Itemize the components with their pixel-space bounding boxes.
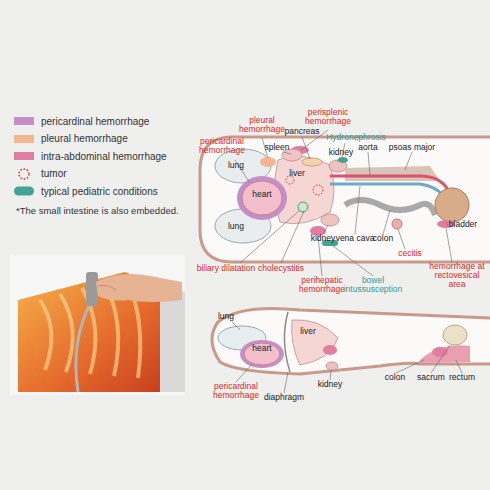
organ-label: rectum <box>445 373 480 382</box>
body-outline <box>200 137 490 262</box>
condition-label: pleural hemorrhage <box>237 116 287 134</box>
condition-label: hemorrhage at rectovesical area <box>426 262 488 290</box>
legend-row: tumor <box>13 167 67 181</box>
organ-label: liver <box>293 327 323 336</box>
legend-text: intra-abdominal hemorrhage <box>41 151 167 162</box>
condition-label: cholecystitis <box>251 264 311 273</box>
perihepatic-area <box>323 345 337 355</box>
organ-label: colon <box>380 373 410 382</box>
organ-label: psoas major <box>382 143 442 152</box>
condition-label: pericardinal hemorrhage <box>209 382 264 400</box>
organ-label: pancreas <box>282 127 322 136</box>
heart-shape <box>244 343 280 365</box>
legend-row: pericardinal hemorrhage <box>13 114 149 128</box>
organ-label: colon <box>368 234 398 243</box>
organ-label: kidney <box>324 148 359 157</box>
leader-lines <box>232 322 462 393</box>
condition-label: perihepatic hemorrhage <box>295 276 350 294</box>
legend-swatch-box <box>13 168 35 180</box>
legend-swatch <box>14 152 34 160</box>
organ-label: heart <box>247 190 277 199</box>
vena-cava-vessel <box>330 184 444 196</box>
pleural-hemorrhage-area <box>260 157 276 167</box>
pediatric-condition-label: bowel intussusception <box>339 276 407 294</box>
tumor-mark <box>313 185 323 195</box>
organ-label: lung <box>221 161 251 170</box>
rectum-shape <box>420 345 470 363</box>
organ-label: lung <box>221 222 251 231</box>
organ-label: kidney <box>306 234 341 243</box>
probe-cable <box>76 300 92 392</box>
leader-lines <box>235 130 452 276</box>
pericardial-area <box>237 176 287 220</box>
note-text: *The small intestine is also embedded. <box>16 206 206 216</box>
organ-label: vena cava <box>333 234 378 243</box>
diaphragm-line <box>284 312 290 372</box>
legend-text: pericardinal hemorrhage <box>41 116 149 127</box>
tumor-symbol <box>19 169 29 179</box>
probe <box>86 272 98 306</box>
condition-label: perisplenic hemorrhage <box>301 108 356 126</box>
body-outline <box>212 309 490 375</box>
bladder-shape <box>435 188 469 222</box>
legend-swatch-box <box>13 185 35 197</box>
hand <box>96 274 182 302</box>
photo-background <box>10 255 185 395</box>
organ-label: heart <box>247 344 277 353</box>
condition-label: pericardinal hemorrhage <box>195 137 250 155</box>
sacrum-shape <box>443 325 467 345</box>
organ-label: diaphragm <box>259 393 309 402</box>
condition-label: cecitis <box>393 249 428 258</box>
legend-row: pleural hemorrhage <box>13 132 128 146</box>
cecum-shape <box>392 219 402 229</box>
organ-label: spleen <box>260 143 295 152</box>
legend-row: intra-abdominal hemorrhage <box>13 149 167 163</box>
psoas-shape <box>345 166 440 181</box>
legend-row: typical pediatric conditions <box>13 184 158 198</box>
pericardial-area <box>240 340 284 368</box>
kidney-shape <box>321 214 339 226</box>
legend-pill <box>14 187 34 196</box>
pancreas-shape <box>302 158 322 166</box>
legend-swatch-box <box>13 115 35 127</box>
condition-label: biliary dilatation <box>186 264 266 273</box>
organ-label: kidney <box>313 380 348 389</box>
legend-text: pleural hemorrhage <box>41 133 128 144</box>
kidney-shape <box>326 362 338 370</box>
organ-label: lung <box>211 312 241 321</box>
legend-swatch <box>14 117 34 125</box>
legend-text: tumor <box>41 168 67 179</box>
legend-swatch <box>14 135 34 143</box>
legend-swatch-box <box>13 150 35 162</box>
organ-label: sacrum <box>414 373 449 382</box>
legend-swatch-box <box>13 133 35 145</box>
finger-line <box>98 286 116 291</box>
liver-shape <box>292 320 338 365</box>
organ-label: liver <box>282 169 312 178</box>
heart-shape <box>242 181 282 215</box>
organ-label: bladder <box>443 220 483 229</box>
legend-text: typical pediatric conditions <box>41 186 158 197</box>
pediatric-condition-label: Hydronephrosis <box>321 133 391 142</box>
organ-label: aorta <box>351 143 386 152</box>
